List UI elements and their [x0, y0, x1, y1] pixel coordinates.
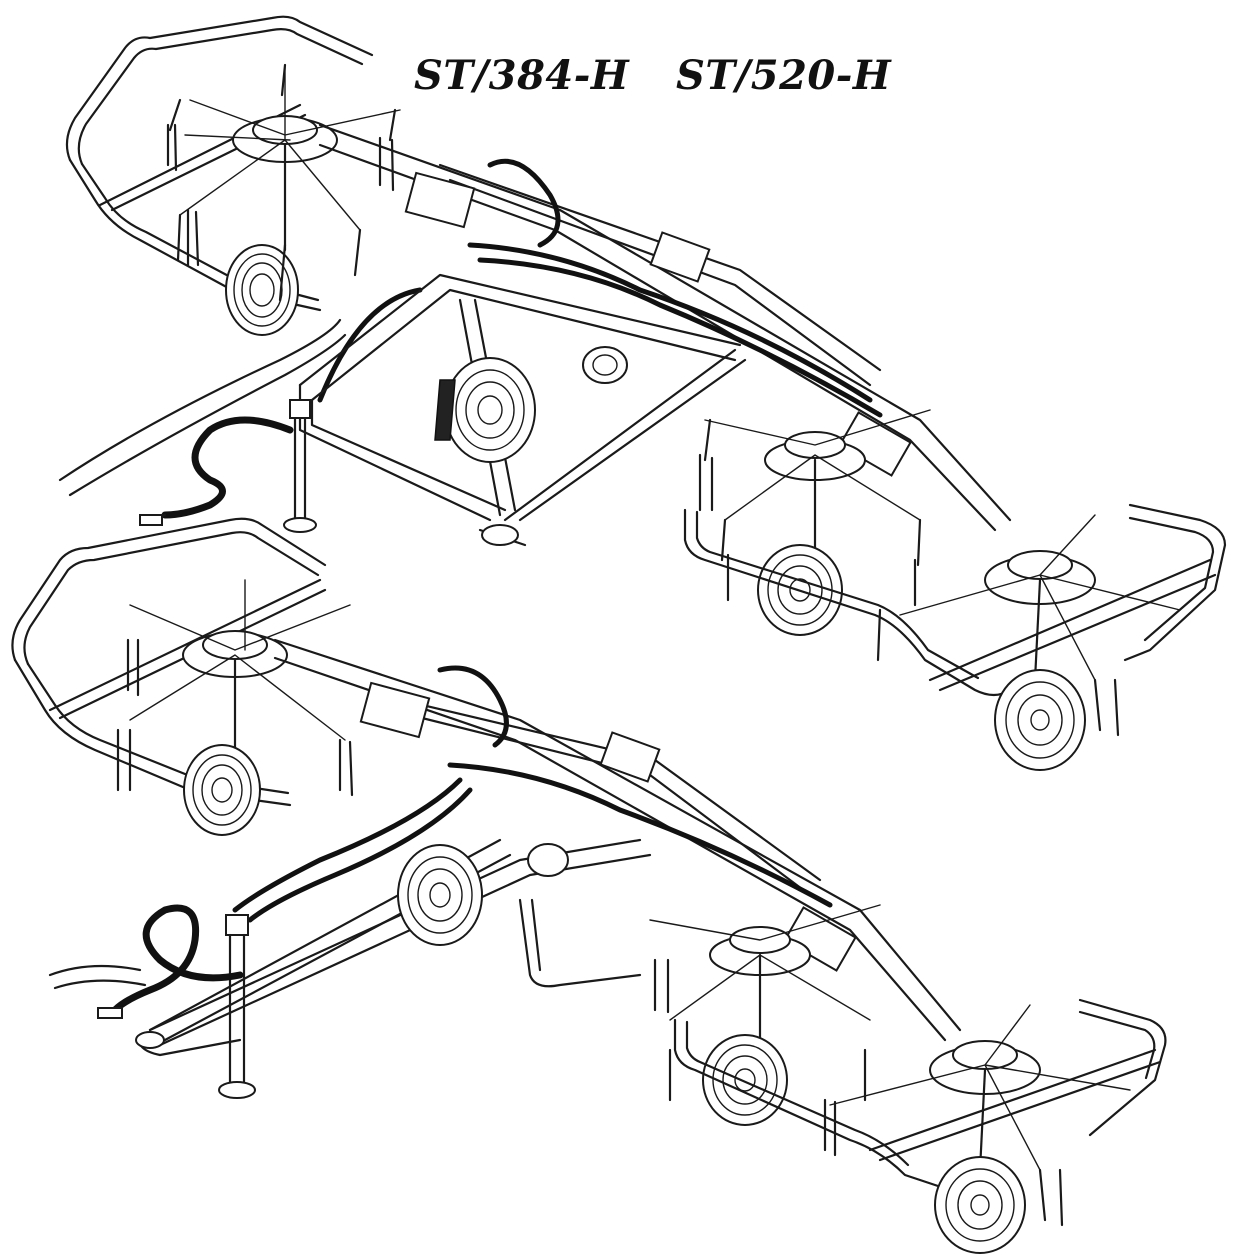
lower-left-guard-frame [11, 517, 327, 807]
upper-center-wheel [434, 346, 628, 463]
upper-left-rotor [166, 63, 401, 277]
lower-jack-stand [218, 914, 256, 1099]
upper-drawbar-frame [58, 273, 747, 547]
model-label-st520h: ST/520-H [676, 52, 892, 99]
lower-right-rotor [649, 904, 881, 1102]
lower-center-wheel [397, 843, 569, 946]
upper-left-guard-frame [65, 15, 374, 312]
upper-far-rotor [876, 514, 1181, 737]
upper-right-rotor [698, 409, 931, 607]
lower-main-beam [273, 638, 962, 1042]
lower-hydraulic-hoses [232, 665, 833, 923]
lower-left-wheel [183, 744, 261, 836]
upper-left-wheel [225, 243, 299, 336]
model-label-st384h: ST/384-H [414, 52, 630, 99]
lower-rake-machine [11, 517, 1167, 1254]
lower-far-wheel [934, 1156, 1026, 1254]
lower-hose-coil [97, 904, 244, 1019]
lower-right-guard-frame [673, 998, 1167, 1192]
upper-far-wheel [994, 669, 1086, 771]
upper-rake-machine [58, 15, 1227, 771]
upper-hose-coil [139, 416, 294, 526]
lower-far-rotor [823, 1004, 1131, 1227]
upper-hydraulic-hoses [317, 158, 883, 418]
upper-right-guard-frame [683, 503, 1227, 697]
lower-left-rotor [116, 579, 354, 797]
upper-jack-stand [283, 399, 317, 533]
